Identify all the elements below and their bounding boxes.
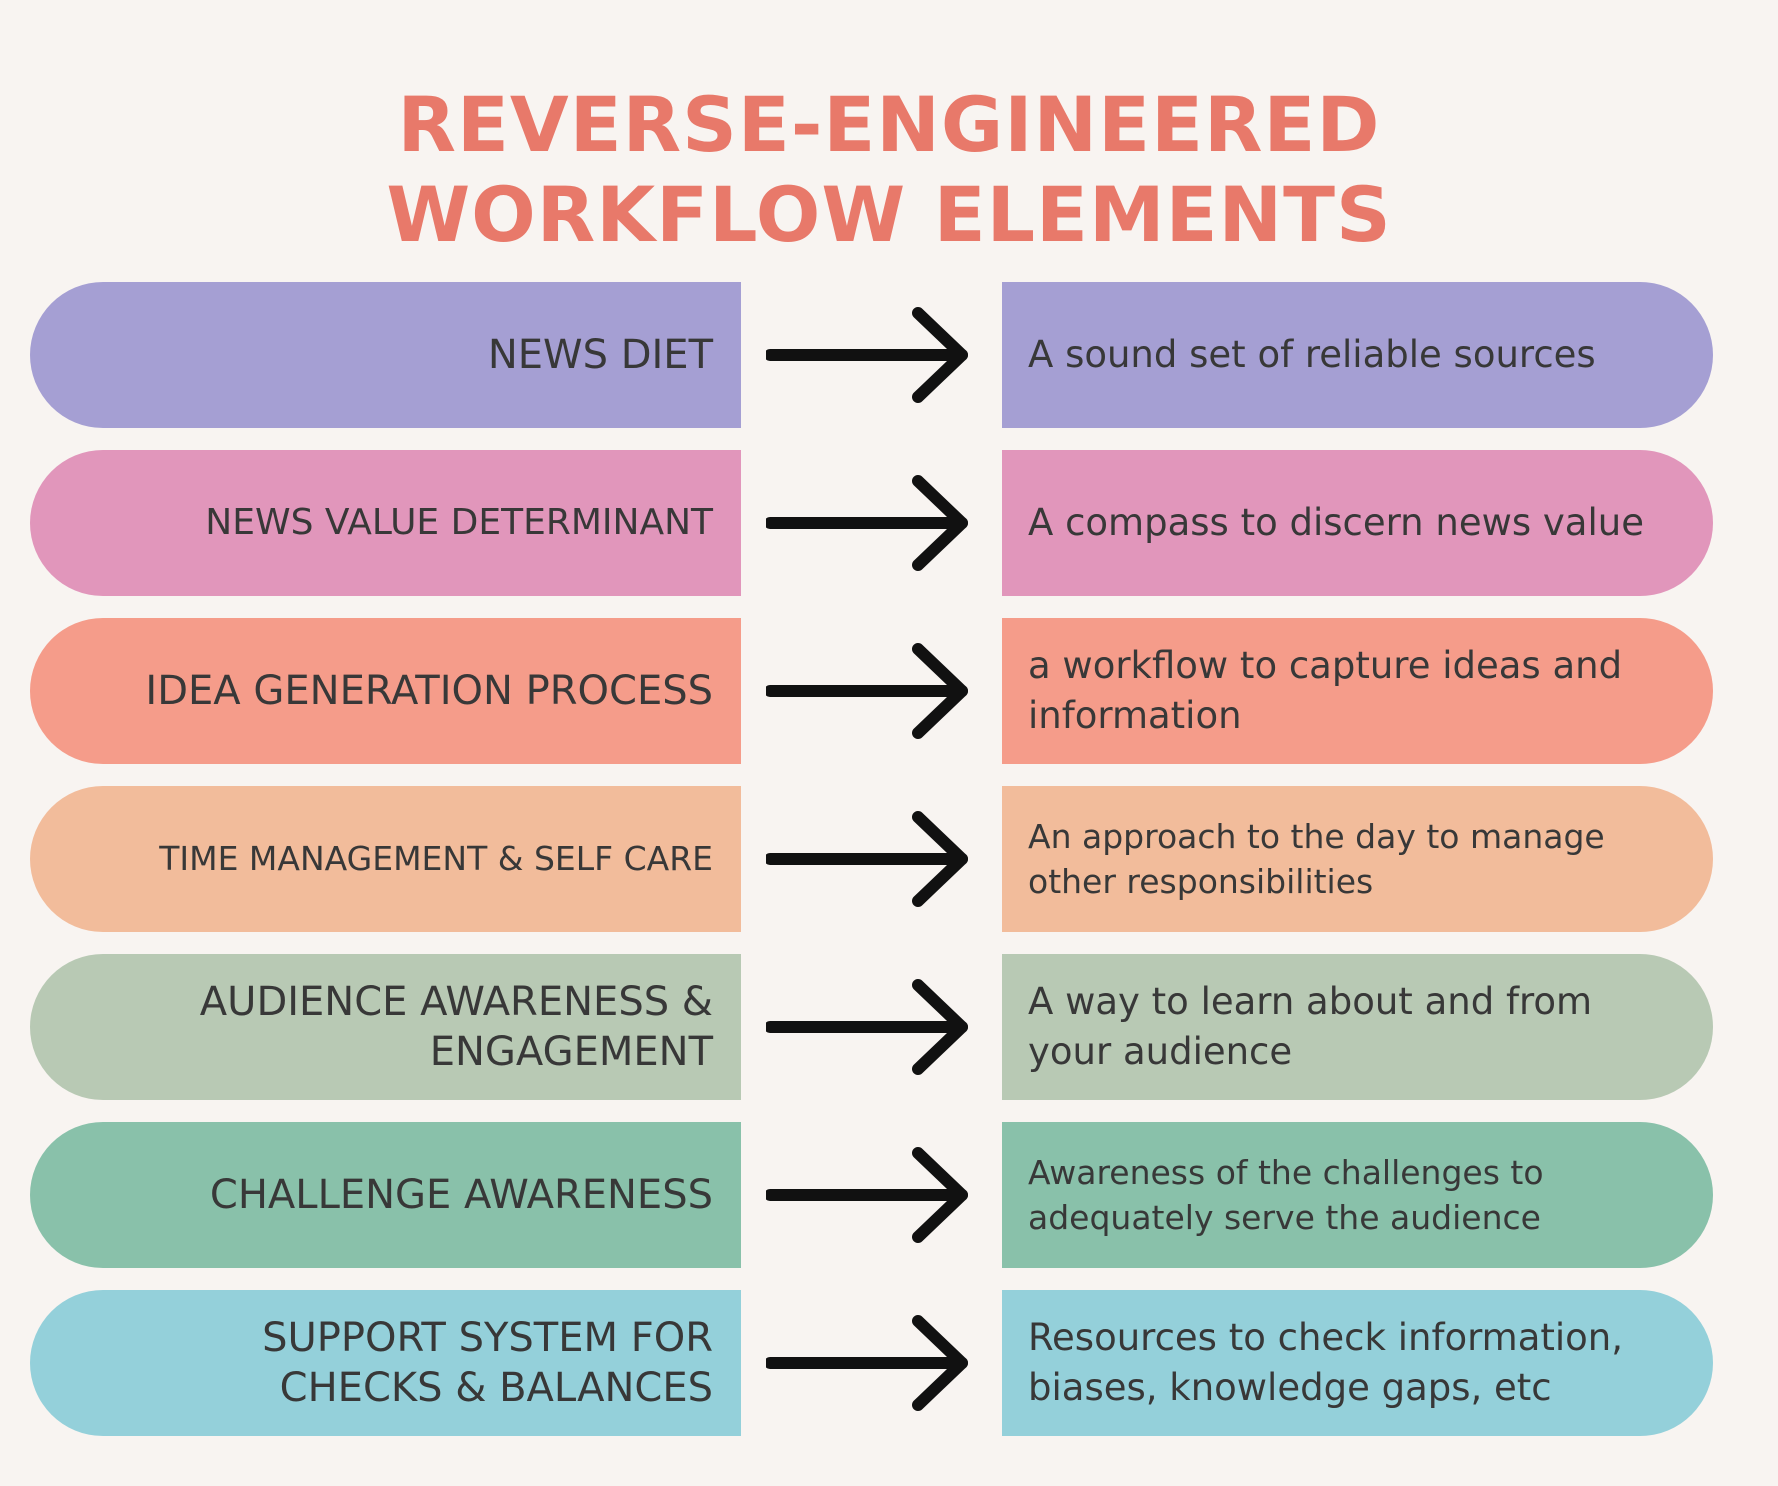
right-arrow-icon — [766, 977, 976, 1077]
workflow-row-time-management: TIME MANAGEMENT & SELF CARE An approach … — [0, 786, 1778, 932]
right-arrow-icon — [766, 473, 976, 573]
right-arrow-icon — [766, 809, 976, 909]
workflow-row-news-value: NEWS VALUE DETERMINANT A compass to disc… — [0, 450, 1778, 596]
workflow-row-news-diet: NEWS DIET A sound set of reliable source… — [0, 282, 1778, 428]
element-label: AUDIENCE AWARENESS & ENGAGEMENT — [30, 954, 741, 1100]
element-description: A way to learn about and from your audie… — [1002, 954, 1713, 1100]
element-description: Awareness of the challenges to adequatel… — [1002, 1122, 1713, 1268]
element-description: Resources to check information, biases, … — [1002, 1290, 1713, 1436]
workflow-row-idea-generation: IDEA GENERATION PROCESS a workflow to ca… — [0, 618, 1778, 764]
title-line-1: REVERSE-ENGINEERED — [397, 80, 1381, 169]
element-description: A sound set of reliable sources — [1002, 282, 1713, 428]
element-label: CHALLENGE AWARENESS — [30, 1122, 741, 1268]
diagram-title: REVERSE-ENGINEERED WORKFLOW ELEMENTS — [0, 80, 1778, 260]
workflow-row-support-system: SUPPORT SYSTEM FOR CHECKS & BALANCES Res… — [0, 1290, 1778, 1436]
element-label: NEWS DIET — [30, 282, 741, 428]
element-label: NEWS VALUE DETERMINANT — [30, 450, 741, 596]
right-arrow-icon — [766, 641, 976, 741]
element-label: TIME MANAGEMENT & SELF CARE — [30, 786, 741, 932]
title-line-2: WORKFLOW ELEMENTS — [386, 170, 1392, 259]
workflow-row-challenge-awareness: CHALLENGE AWARENESS Awareness of the cha… — [0, 1122, 1778, 1268]
element-description: a workflow to capture ideas and informat… — [1002, 618, 1713, 764]
right-arrow-icon — [766, 1313, 976, 1413]
right-arrow-icon — [766, 1145, 976, 1245]
element-label: IDEA GENERATION PROCESS — [30, 618, 741, 764]
workflow-row-audience-awareness: AUDIENCE AWARENESS & ENGAGEMENT A way to… — [0, 954, 1778, 1100]
element-description: An approach to the day to manage other r… — [1002, 786, 1713, 932]
right-arrow-icon — [766, 305, 976, 405]
element-description: A compass to discern news value — [1002, 450, 1713, 596]
element-label: SUPPORT SYSTEM FOR CHECKS & BALANCES — [30, 1290, 741, 1436]
